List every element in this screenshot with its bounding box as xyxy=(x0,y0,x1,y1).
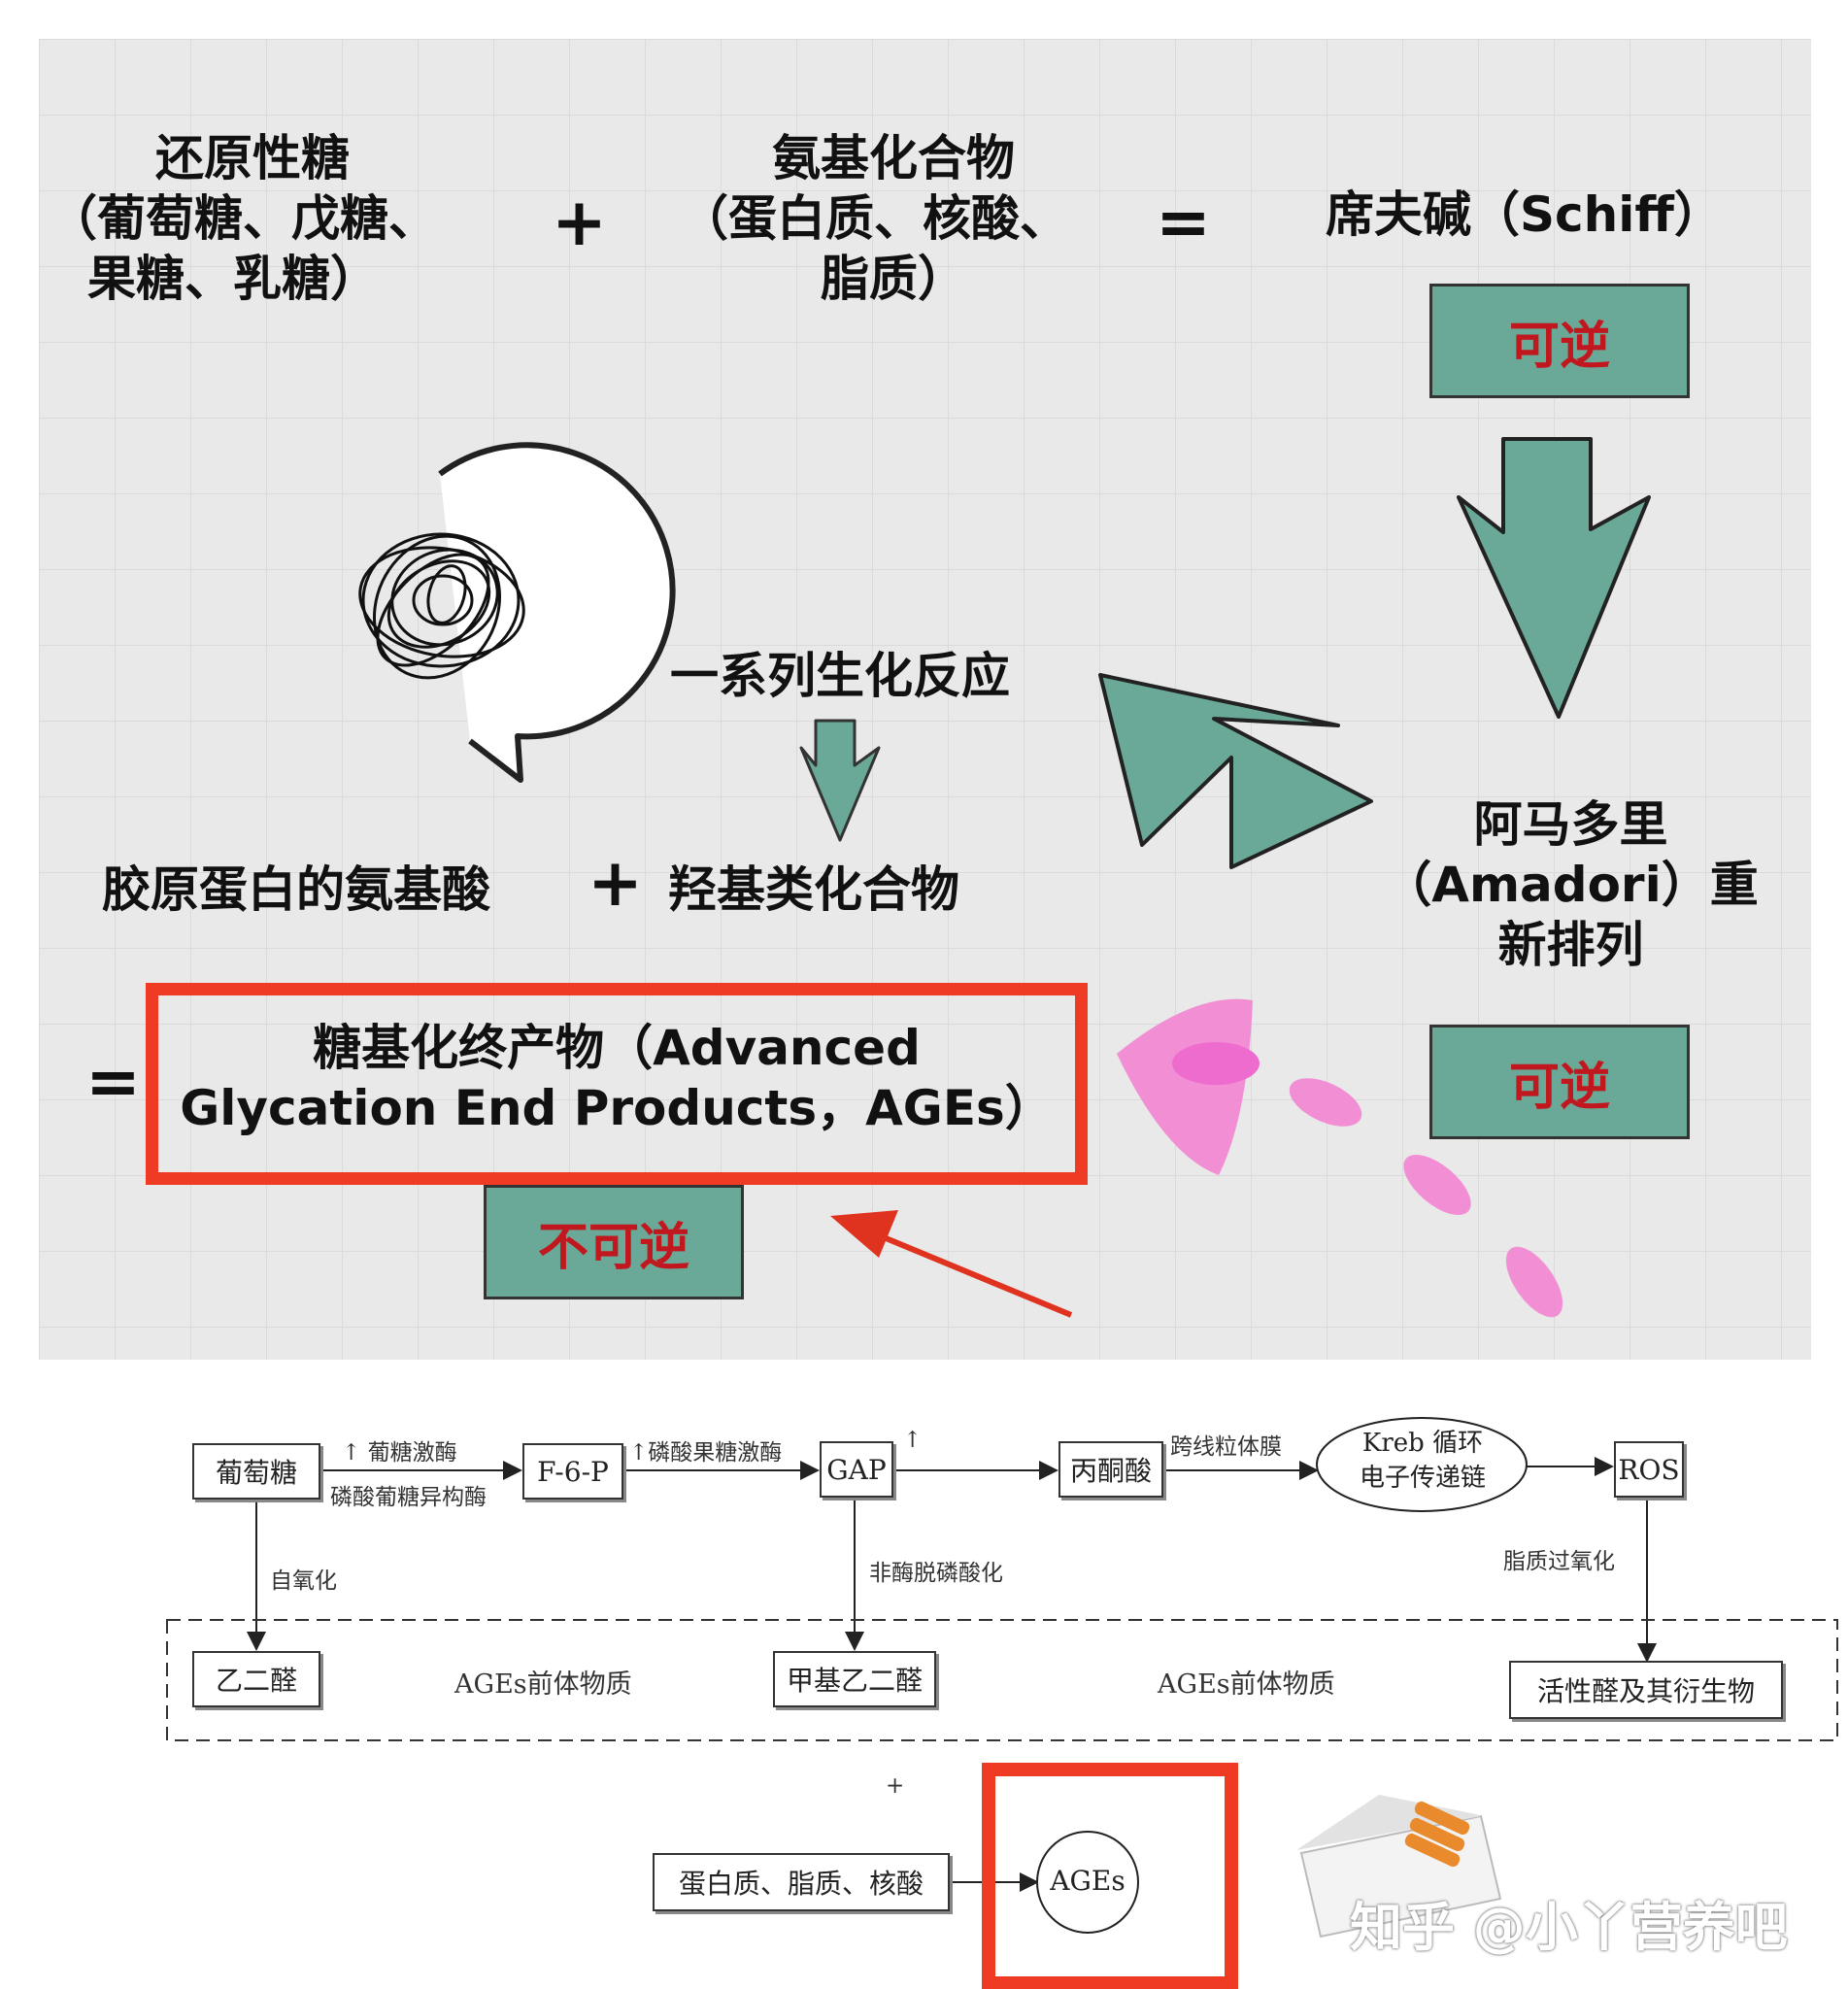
cigarette-pack-image xyxy=(1296,1795,1502,1938)
gap-node: GAP xyxy=(820,1441,893,1498)
equals-sign: = xyxy=(1156,185,1211,261)
amino-examples-2: 脂质） xyxy=(821,251,966,307)
glucose-node: 葡萄糖 xyxy=(192,1443,320,1500)
reducing-sugar-label: 还原性糖 （葡萄糖、戊糖、 果糖、乳糖） xyxy=(49,128,456,309)
isomerase-label: 磷酸葡糖异构酶 xyxy=(330,1485,487,1510)
amino-examples-1: （蛋白质、核酸、 xyxy=(680,190,1068,247)
ages-line-1: 糖基化终产物（Advanced xyxy=(313,1020,921,1076)
pink-highlight-marks xyxy=(1117,998,1563,1318)
reversible-badge-2: 可逆 xyxy=(1429,1025,1690,1139)
reversible-badge-1: 可逆 xyxy=(1429,284,1690,398)
ages-circle-node xyxy=(1036,1831,1139,1934)
plus-sign: + xyxy=(552,185,607,261)
f6p-node: F-6-P xyxy=(522,1443,623,1500)
red-pointer-arrow xyxy=(830,1210,1073,1318)
equals-sign-2: = xyxy=(85,1044,141,1121)
gap-up-label: ↑ xyxy=(903,1428,923,1453)
lipid-peroxidation-label: 脂质过氧化 xyxy=(1503,1549,1615,1574)
flow-plus-sign: + xyxy=(886,1773,905,1799)
diagonal-arrow-left xyxy=(1098,673,1373,869)
ages-precursor-label-2: AGEs前体物质 xyxy=(1158,1669,1335,1700)
non-enzymatic-label: 非酶脱磷酸化 xyxy=(869,1561,1003,1586)
ages-node-label: AGEs xyxy=(1050,1865,1126,1897)
hydroxyl-compound-label: 羟基类化合物 xyxy=(668,861,959,918)
zhihu-watermark: 知乎 @小丫营养吧 xyxy=(1350,1897,1788,1958)
precursor-dashed-group xyxy=(166,1619,1838,1741)
series-reaction-label: 一系列生化反应 xyxy=(670,648,1010,704)
amadori-label: 阿马多里 （Amadori）重 新排列 xyxy=(1364,794,1777,975)
reversible-text: 可逆 xyxy=(1508,317,1610,376)
reducing-sugar-title: 还原性糖 xyxy=(155,130,350,186)
collagen-amino-acid-label: 胶原蛋白的氨基酸 xyxy=(102,861,490,918)
reaction-diagram-panel xyxy=(39,39,1811,1360)
amadori-title: 阿马多里 xyxy=(1473,796,1668,853)
hexokinase-label: ↑ 葡糖激酶 xyxy=(342,1440,457,1466)
amadori-line-3: 新排列 xyxy=(1497,917,1644,973)
cross-membrane-label: 跨线粒体膜 xyxy=(1170,1434,1282,1460)
tangle-speech-bubble xyxy=(358,442,676,783)
irreversible-badge: 不可逆 xyxy=(484,1185,744,1299)
ages-red-highlight-box xyxy=(982,1763,1238,1989)
amino-compound-label: 氨基化合物 （蛋白质、核酸、 脂质） xyxy=(680,128,1107,309)
top-arrows-layer xyxy=(358,437,1651,1318)
pfk-label: ↑磷酸果糖激酶 xyxy=(629,1440,783,1466)
kreb-line-1: Kreb 循环 xyxy=(1361,1429,1484,1458)
down-arrow-right xyxy=(1457,437,1651,719)
methylglyoxal-node: 甲基乙二醛 xyxy=(773,1651,936,1707)
reversible-text-2: 可逆 xyxy=(1508,1058,1610,1117)
ages-highlight-frame xyxy=(146,983,1088,1185)
biomolecules-node: 蛋白质、脂质、核酸 xyxy=(653,1853,950,1911)
amino-title: 氨基化合物 xyxy=(772,130,1015,186)
ros-node: ROS xyxy=(1614,1441,1684,1498)
reducing-sugar-examples-2: 果糖、乳糖） xyxy=(87,251,379,307)
kreb-line-2: 电子传递链 xyxy=(1359,1464,1486,1493)
pyruvate-node: 丙酮酸 xyxy=(1058,1441,1163,1498)
reducing-sugar-examples-1: （葡萄糖、戊糖、 xyxy=(49,190,437,247)
irreversible-text: 不可逆 xyxy=(537,1218,689,1277)
kreb-ellipse-node xyxy=(1316,1417,1528,1512)
amadori-line-2: （Amadori）重 xyxy=(1383,857,1759,913)
glyoxal-node: 乙二醛 xyxy=(192,1651,320,1707)
schiff-base-label: 席夫碱（Schiff） xyxy=(1326,186,1723,243)
ages-line-2: Glycation End Products，AGEs） xyxy=(180,1080,1054,1136)
autooxidation-label: 自氧化 xyxy=(270,1568,337,1594)
plus-sign-2: + xyxy=(588,845,643,922)
ages-precursor-label-1: AGEs前体物质 xyxy=(454,1669,632,1700)
ages-label: 糖基化终产物（Advanced Glycation End Products，A… xyxy=(155,1018,1078,1138)
kreb-cycle-node: Kreb 循环 电子传递链 xyxy=(1330,1426,1515,1496)
down-arrow-small xyxy=(799,719,881,842)
flow-connectors-layer xyxy=(166,1417,1838,1989)
reactive-aldehydes-node: 活性醛及其衍生物 xyxy=(1509,1661,1783,1719)
